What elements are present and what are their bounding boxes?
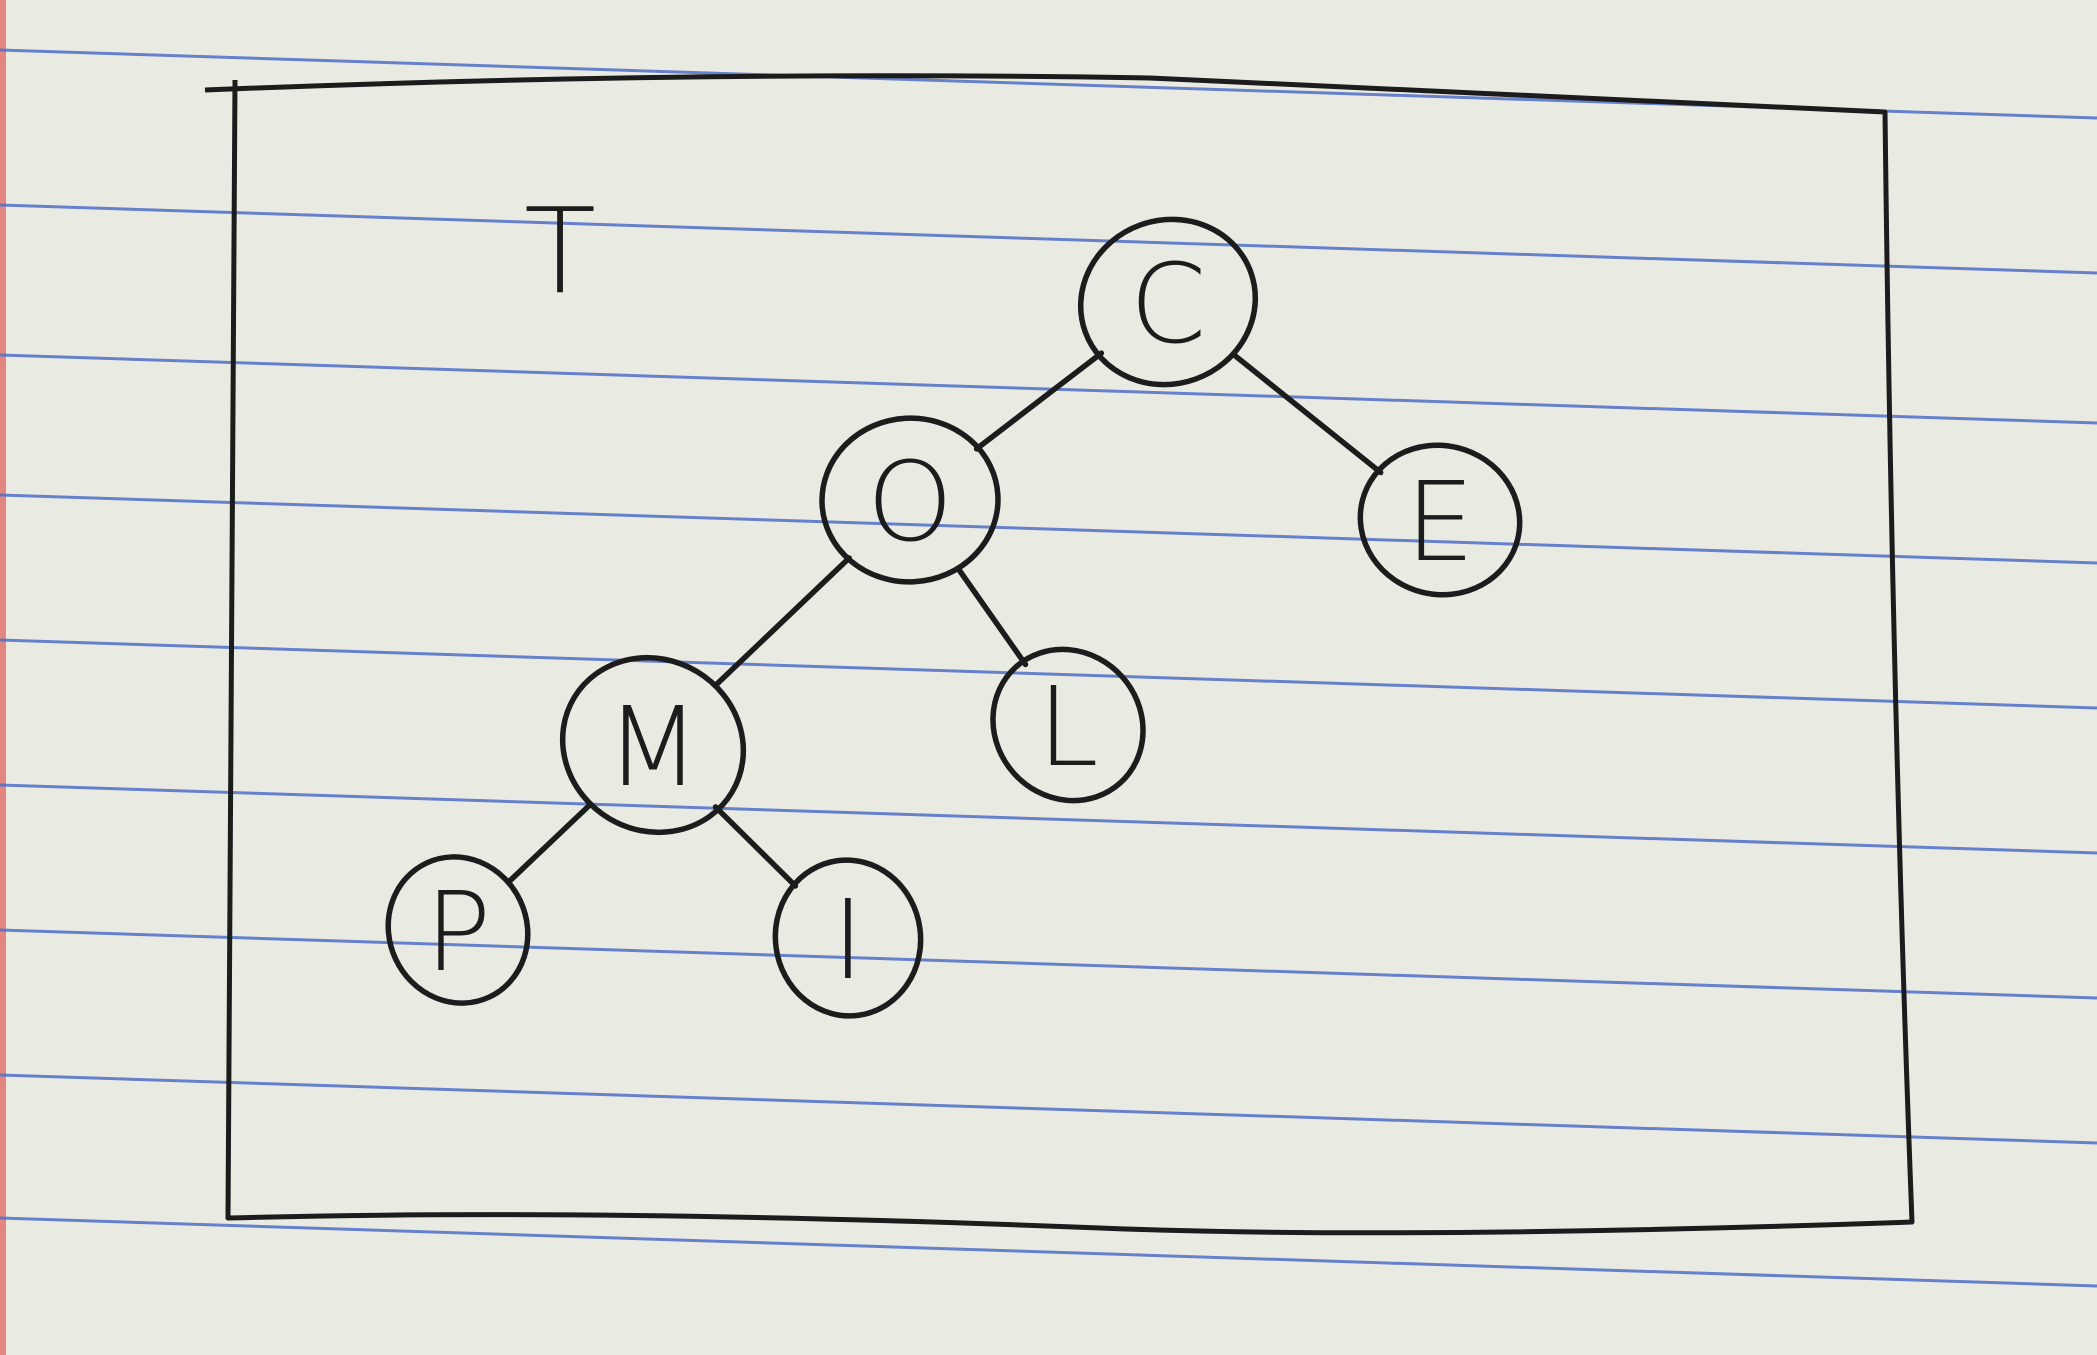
node-i: I — [772, 857, 924, 1019]
node-label: P — [425, 868, 491, 996]
node-circle — [385, 854, 531, 1006]
ruled-lines — [0, 48, 2097, 1288]
edge-o-m — [713, 555, 852, 688]
node-label: C — [1130, 240, 1207, 368]
node-e: E — [1357, 442, 1523, 598]
node-p: P — [385, 854, 531, 1006]
ruled-line — [0, 493, 2097, 565]
node-label: M — [606, 683, 701, 811]
ruled-line — [0, 783, 2097, 855]
node-circle — [1357, 442, 1523, 598]
edge-c-o — [973, 350, 1105, 452]
node-label: E — [1405, 458, 1475, 586]
node-circle — [772, 857, 924, 1019]
edge-m-i — [712, 804, 799, 889]
ruled-line — [0, 1073, 2097, 1145]
ruled-line — [0, 353, 2097, 425]
ruled-line — [0, 928, 2097, 1000]
node-label: I — [832, 876, 864, 1004]
tree-label: T — [524, 182, 596, 320]
edge-o-l — [955, 565, 1029, 668]
ruled-line — [0, 203, 2097, 275]
node-c: C — [1077, 216, 1259, 388]
node-circle — [990, 646, 1146, 804]
ruled-line — [0, 638, 2097, 710]
tree-nodes: C O E M L P I — [385, 216, 1523, 1019]
ruled-line — [0, 1216, 2097, 1288]
node-circle — [559, 654, 747, 836]
edge-m-p — [506, 802, 592, 885]
paper-left-edge — [0, 0, 6, 1355]
node-label: O — [867, 438, 954, 566]
node-l: L — [990, 646, 1146, 804]
node-m: M — [559, 654, 747, 836]
diagram-frame — [204, 73, 1915, 1236]
node-o: O — [819, 415, 1001, 585]
node-label: L — [1037, 663, 1098, 791]
node-circle — [819, 415, 1001, 585]
edge-c-e — [1230, 351, 1384, 476]
tree-edges — [506, 350, 1384, 889]
node-circle — [1077, 216, 1259, 388]
